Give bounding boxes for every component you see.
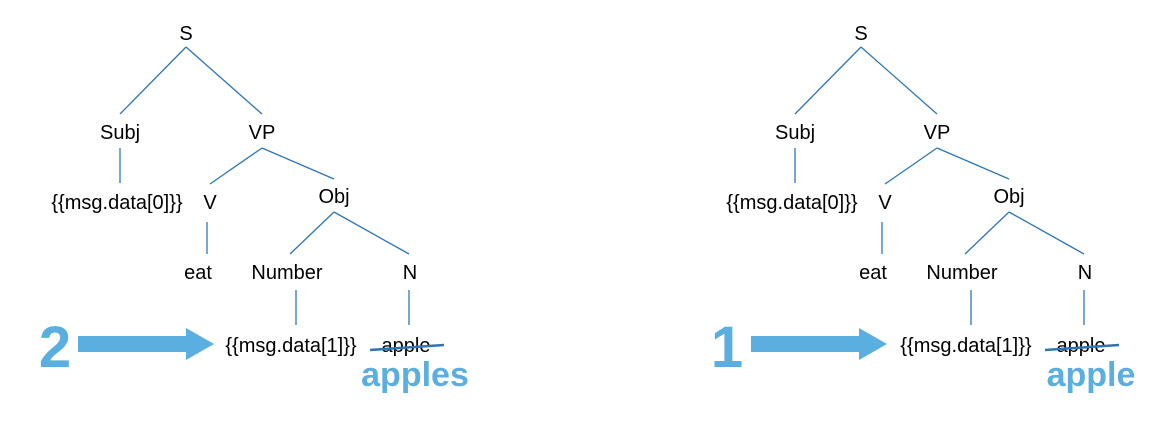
edge-obj-number [289, 211, 335, 255]
edge-obj-number [964, 211, 1010, 255]
node-eat: eat [184, 262, 212, 284]
node-obj: Obj [318, 186, 349, 208]
node-number-fill: {{msg.data[1]}} [900, 335, 1032, 357]
node-subj-fill: {{msg.data[0]}} [51, 192, 183, 214]
edge-vp-v [209, 147, 263, 185]
node-vp: VP [924, 122, 951, 144]
node-subj: Subj [100, 122, 140, 144]
arrow-icon [78, 328, 214, 360]
node-number: Number [926, 262, 997, 284]
node-noun: apple [1057, 335, 1106, 357]
node-vp: VP [249, 122, 276, 144]
node-subj-fill: {{msg.data[0]}} [726, 192, 858, 214]
node-noun: apple [382, 335, 431, 357]
tree-left: S Subj VP {{msg.data[0]}} V Obj eat Numb… [39, 23, 469, 394]
node-subj: Subj [775, 122, 815, 144]
edge-s-subj [794, 46, 862, 115]
edge-vp-v [884, 147, 938, 185]
edge-obj-n [1008, 211, 1085, 255]
node-v: V [203, 192, 217, 214]
edge-s-vp [185, 46, 263, 115]
node-n: N [1078, 262, 1092, 284]
replacement-word: apple [1047, 356, 1136, 394]
edge-vp-obj [261, 147, 335, 180]
replacement-word: apples [361, 356, 469, 394]
edge-vp-obj [936, 147, 1010, 180]
node-v: V [878, 192, 892, 214]
node-s: S [854, 23, 867, 45]
marker-number: 2 [39, 315, 71, 380]
marker-number: 1 [711, 315, 743, 380]
noun-strikethrough [1044, 343, 1120, 352]
node-obj: Obj [993, 186, 1024, 208]
edge-s-subj [119, 46, 187, 115]
arrow-icon [751, 328, 887, 360]
tree-edges [794, 46, 1085, 325]
node-s: S [179, 23, 192, 45]
node-eat: eat [859, 262, 887, 284]
noun-strikethrough [369, 343, 445, 352]
tree-right: S Subj VP {{msg.data[0]}} V Obj eat Numb… [711, 23, 1136, 394]
node-number-fill: {{msg.data[1]}} [225, 335, 357, 357]
node-n: N [403, 262, 417, 284]
node-number: Number [251, 262, 322, 284]
tree-edges [119, 46, 410, 325]
edge-obj-n [333, 211, 410, 255]
edge-s-vp [860, 46, 938, 115]
